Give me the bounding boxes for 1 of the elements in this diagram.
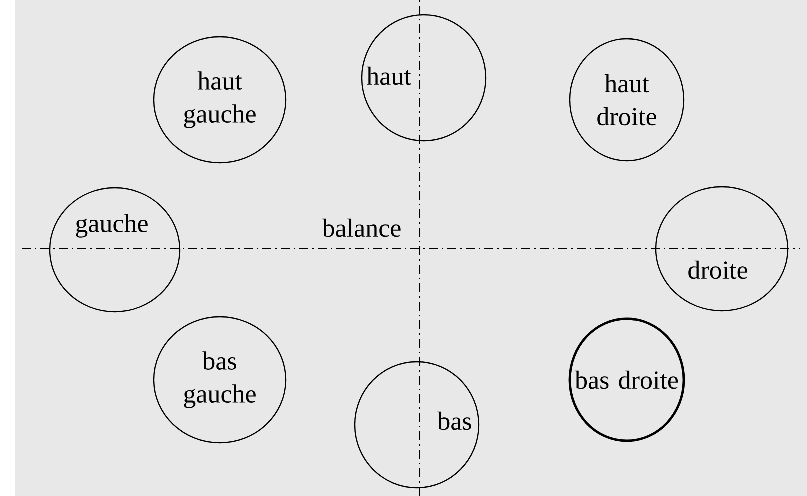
text-label: balance	[322, 218, 401, 238]
